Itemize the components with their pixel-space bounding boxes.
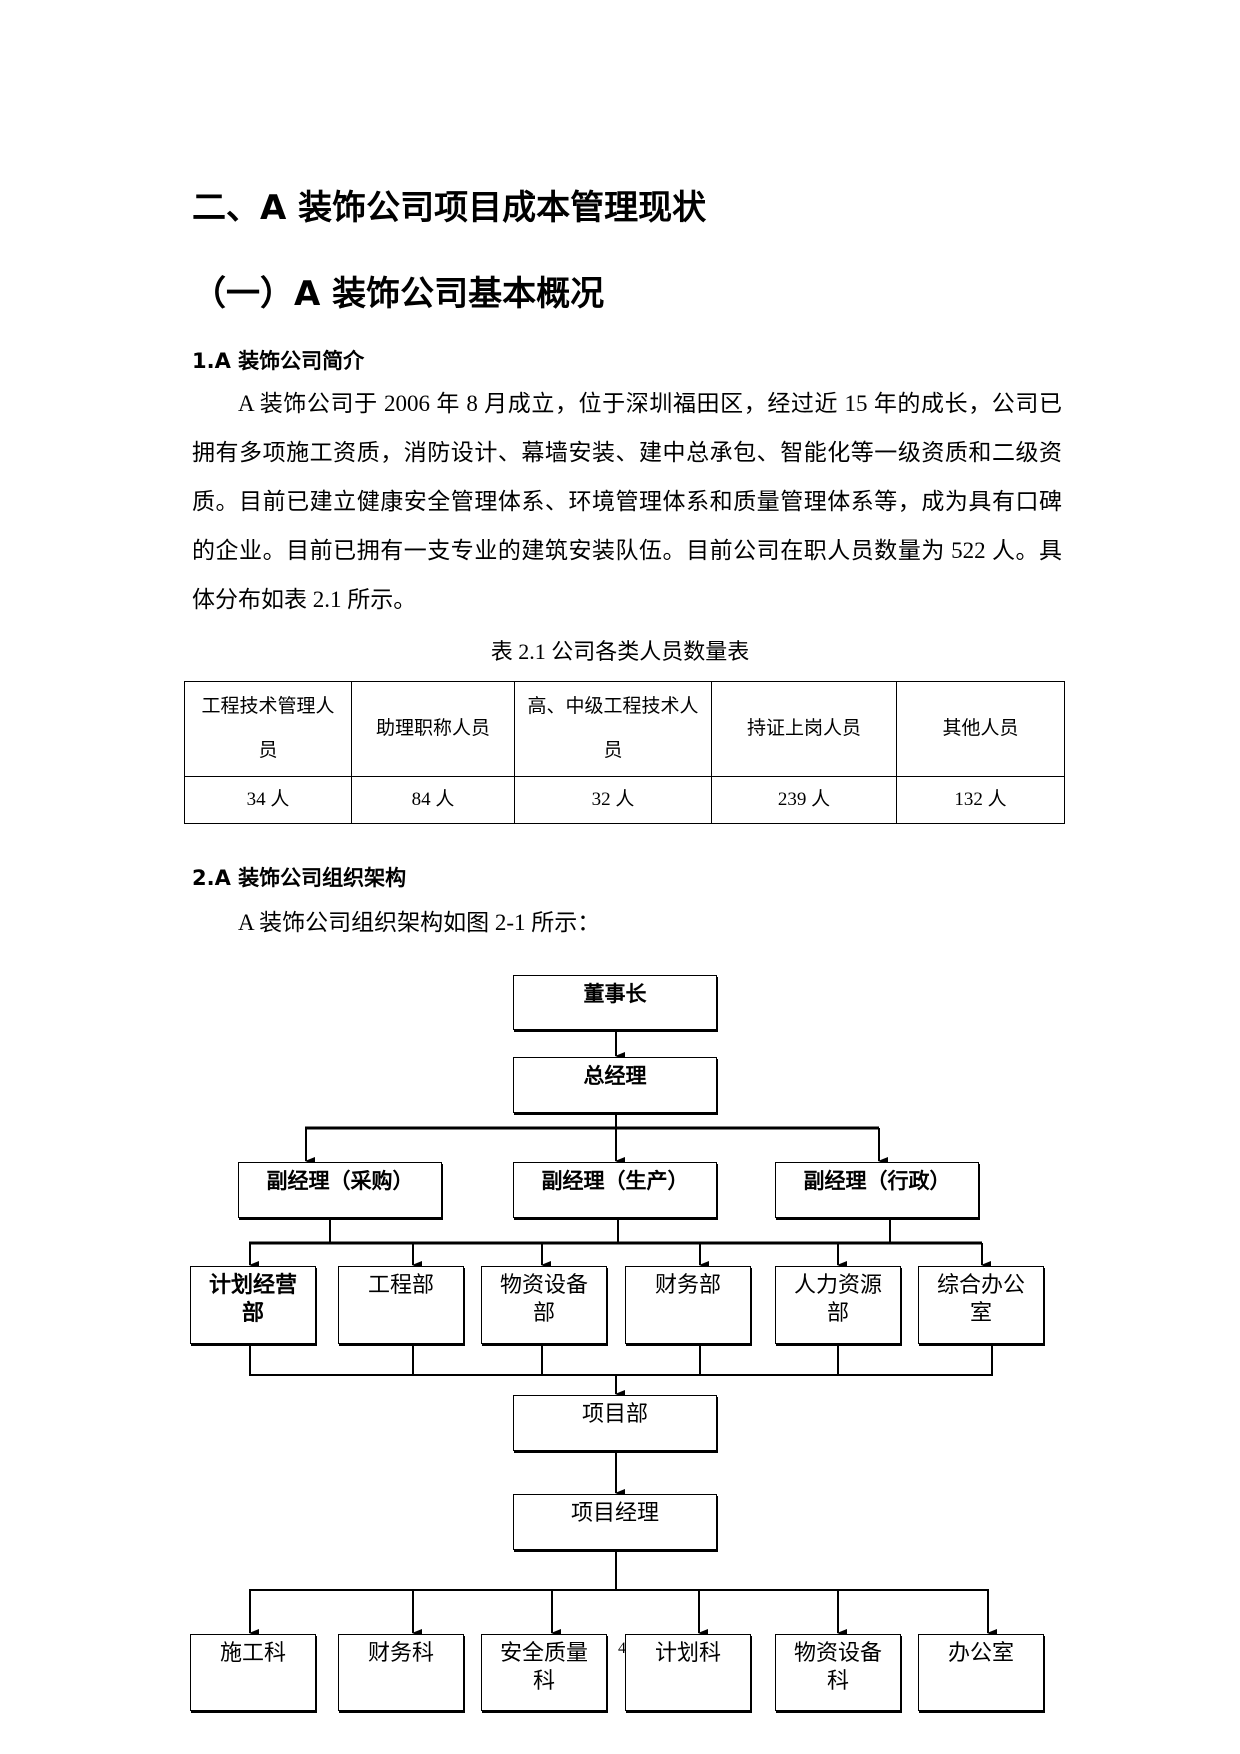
table-header-cell: 工程技术管理人员 <box>184 681 352 777</box>
department-box: 工程部 <box>338 1266 464 1344</box>
project-manager-box: 项目经理 <box>513 1494 717 1550</box>
section-box: 物资设备科 <box>775 1634 901 1711</box>
intro-paragraph: A 装饰公司于 2006 年 8 月成立，位于深圳福田区，经过近 15 年的成长… <box>192 379 1062 624</box>
department-box: 计划经营部 <box>190 1266 316 1344</box>
section-box: 办公室 <box>918 1634 1044 1711</box>
intro-text: A 装饰公司于 2006 年 8 月成立，位于深圳福田区，经过近 15 年的成长… <box>192 391 1062 612</box>
section-box: 财务科 <box>338 1634 464 1711</box>
department-box: 综合办公室 <box>918 1266 1044 1344</box>
project-department-box: 项目部 <box>513 1395 717 1451</box>
section-box: 安全质量科 <box>481 1634 607 1711</box>
section-heading: （一）A 装饰公司基本概况 <box>192 274 605 314</box>
table-cell: 239 人 <box>711 776 897 824</box>
chairman-box: 董事长 <box>513 975 717 1030</box>
deputy-box-procurement: 副经理（采购） <box>238 1162 442 1218</box>
table-caption: 表 2.1 公司各类人员数量表 <box>490 639 750 664</box>
table-header-cell: 其他人员 <box>896 681 1065 777</box>
table-row: 34 人 84 人 32 人 239 人 132 人 <box>184 776 1065 824</box>
department-box: 财务部 <box>625 1266 751 1344</box>
department-box: 人力资源部 <box>775 1266 901 1344</box>
subsection-heading-intro: 1.A 装饰公司简介 <box>192 349 365 373</box>
org-text: A 装饰公司组织架构如图 2-1 所示： <box>238 910 601 935</box>
table-header-cell: 高、中级工程技术人员 <box>514 681 712 777</box>
staff-table: 工程技术管理人员 助理职称人员 高、中级工程技术人员 持证上岗人员 其他人员 3… <box>184 681 1065 824</box>
section-box: 计划科 <box>625 1634 751 1711</box>
deputy-box-production: 副经理（生产） <box>513 1162 717 1218</box>
org-paragraph: A 装饰公司组织架构如图 2-1 所示： <box>192 898 1062 947</box>
table-cell: 34 人 <box>184 776 352 824</box>
deputy-box-administration: 副经理（行政） <box>775 1162 979 1218</box>
chapter-heading: 二、A 装饰公司项目成本管理现状 <box>192 188 707 228</box>
subsection-heading-org: 2.A 装饰公司组织架构 <box>192 866 407 890</box>
page-number: 4 <box>618 1640 626 1657</box>
section-box: 施工科 <box>190 1634 316 1711</box>
table-cell: 132 人 <box>896 776 1065 824</box>
general-manager-box: 总经理 <box>513 1057 717 1113</box>
table-header-row: 工程技术管理人员 助理职称人员 高、中级工程技术人员 持证上岗人员 其他人员 <box>184 681 1065 777</box>
department-box: 物资设备部 <box>481 1266 607 1344</box>
table-cell: 32 人 <box>514 776 712 824</box>
table-header-cell: 助理职称人员 <box>351 681 515 777</box>
table-cell: 84 人 <box>351 776 515 824</box>
table-header-cell: 持证上岗人员 <box>711 681 897 777</box>
